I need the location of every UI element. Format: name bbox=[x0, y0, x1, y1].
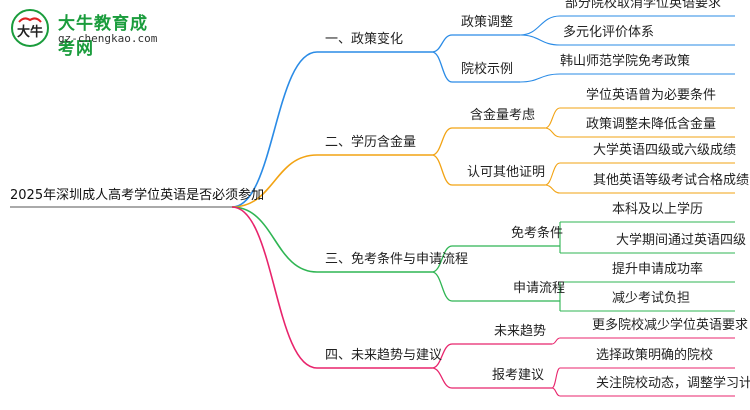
leaf-connector bbox=[519, 15, 561, 36]
leaf-topic[interactable]: 减少考试负担 bbox=[612, 291, 691, 306]
logo-title: 大牛教育成考网 bbox=[58, 14, 148, 59]
leaf-connector bbox=[519, 34, 561, 46]
svg-text:大牛: 大牛 bbox=[17, 24, 43, 40]
branch-connector bbox=[231, 154, 318, 208]
leaf-topic[interactable]: 大学期间通过英语四级 bbox=[616, 233, 747, 248]
subtopic-connector bbox=[431, 127, 453, 156]
leaf-topic[interactable]: 关注院校动态，调整学习计划 bbox=[596, 376, 750, 391]
branch-topic[interactable]: 二、学历含金量 bbox=[325, 135, 417, 150]
subtopic-connector bbox=[431, 154, 453, 186]
subtopic[interactable]: 申请流程 bbox=[513, 281, 566, 296]
leaf-connector bbox=[544, 107, 561, 129]
logo-url: gz-chengkao.com bbox=[58, 32, 158, 45]
leaf-topic[interactable]: 学位英语曾为必要条件 bbox=[586, 88, 717, 103]
subtopic-connector bbox=[431, 34, 453, 53]
leaf-connector bbox=[551, 387, 561, 397]
leaf-topic[interactable]: 本科及以上学历 bbox=[612, 202, 704, 217]
leaf-connector bbox=[551, 367, 561, 389]
branch-topic[interactable]: 三、免考条件与申请流程 bbox=[325, 252, 469, 267]
subtopic-connector bbox=[431, 367, 453, 389]
leaf-connector bbox=[551, 337, 561, 345]
leaf-topic[interactable]: 政策调整未降低含金量 bbox=[586, 117, 717, 132]
root-topic[interactable]: 2025年深圳成人高考学位英语是否必须参加 bbox=[10, 188, 265, 203]
leaf-connector bbox=[544, 127, 561, 138]
subtopic-connector bbox=[431, 51, 453, 83]
leaf-topic[interactable]: 大学英语四级或六级成绩 bbox=[593, 143, 737, 158]
leaf-topic[interactable]: 选择政策明确的院校 bbox=[596, 348, 714, 363]
subtopic[interactable]: 未来趋势 bbox=[494, 324, 547, 339]
leaf-topic[interactable]: 部分院校取消学位英语要求 bbox=[565, 0, 722, 11]
subtopic-connector bbox=[431, 271, 453, 302]
leaf-topic[interactable]: 其他英语等级考试合格成绩 bbox=[593, 173, 750, 188]
branch-connector bbox=[231, 206, 318, 369]
branch-connector bbox=[231, 51, 318, 208]
subtopic-connector bbox=[431, 245, 453, 273]
subtopic[interactable]: 院校示例 bbox=[461, 62, 514, 77]
branch-topic[interactable]: 四、未来趋势与建议 bbox=[325, 348, 443, 363]
leaf-connector bbox=[519, 73, 561, 83]
site-logo[interactable]: 大牛 大牛教育成考网 gz-chengkao.com bbox=[4, 2, 164, 59]
logo-mark-icon: 大牛 bbox=[11, 9, 49, 47]
subtopic[interactable]: 政策调整 bbox=[461, 15, 514, 30]
subtopic[interactable]: 含金量考虑 bbox=[470, 108, 536, 123]
leaf-topic[interactable]: 多元化评价体系 bbox=[563, 25, 655, 40]
branch-connector bbox=[231, 206, 318, 273]
subtopic[interactable]: 报考建议 bbox=[492, 368, 545, 383]
leaf-topic[interactable]: 更多院校减少学位英语要求 bbox=[592, 318, 749, 333]
subtopic-connector bbox=[431, 343, 453, 369]
branch-topic[interactable]: 一、政策变化 bbox=[325, 32, 404, 47]
leaf-connector bbox=[544, 162, 561, 186]
leaf-connector bbox=[544, 184, 561, 194]
subtopic[interactable]: 认可其他证明 bbox=[467, 165, 546, 180]
leaf-topic[interactable]: 提升申请成功率 bbox=[612, 262, 704, 277]
subtopic[interactable]: 免考条件 bbox=[511, 226, 564, 241]
leaf-topic[interactable]: 韩山师范学院免考政策 bbox=[560, 54, 691, 69]
